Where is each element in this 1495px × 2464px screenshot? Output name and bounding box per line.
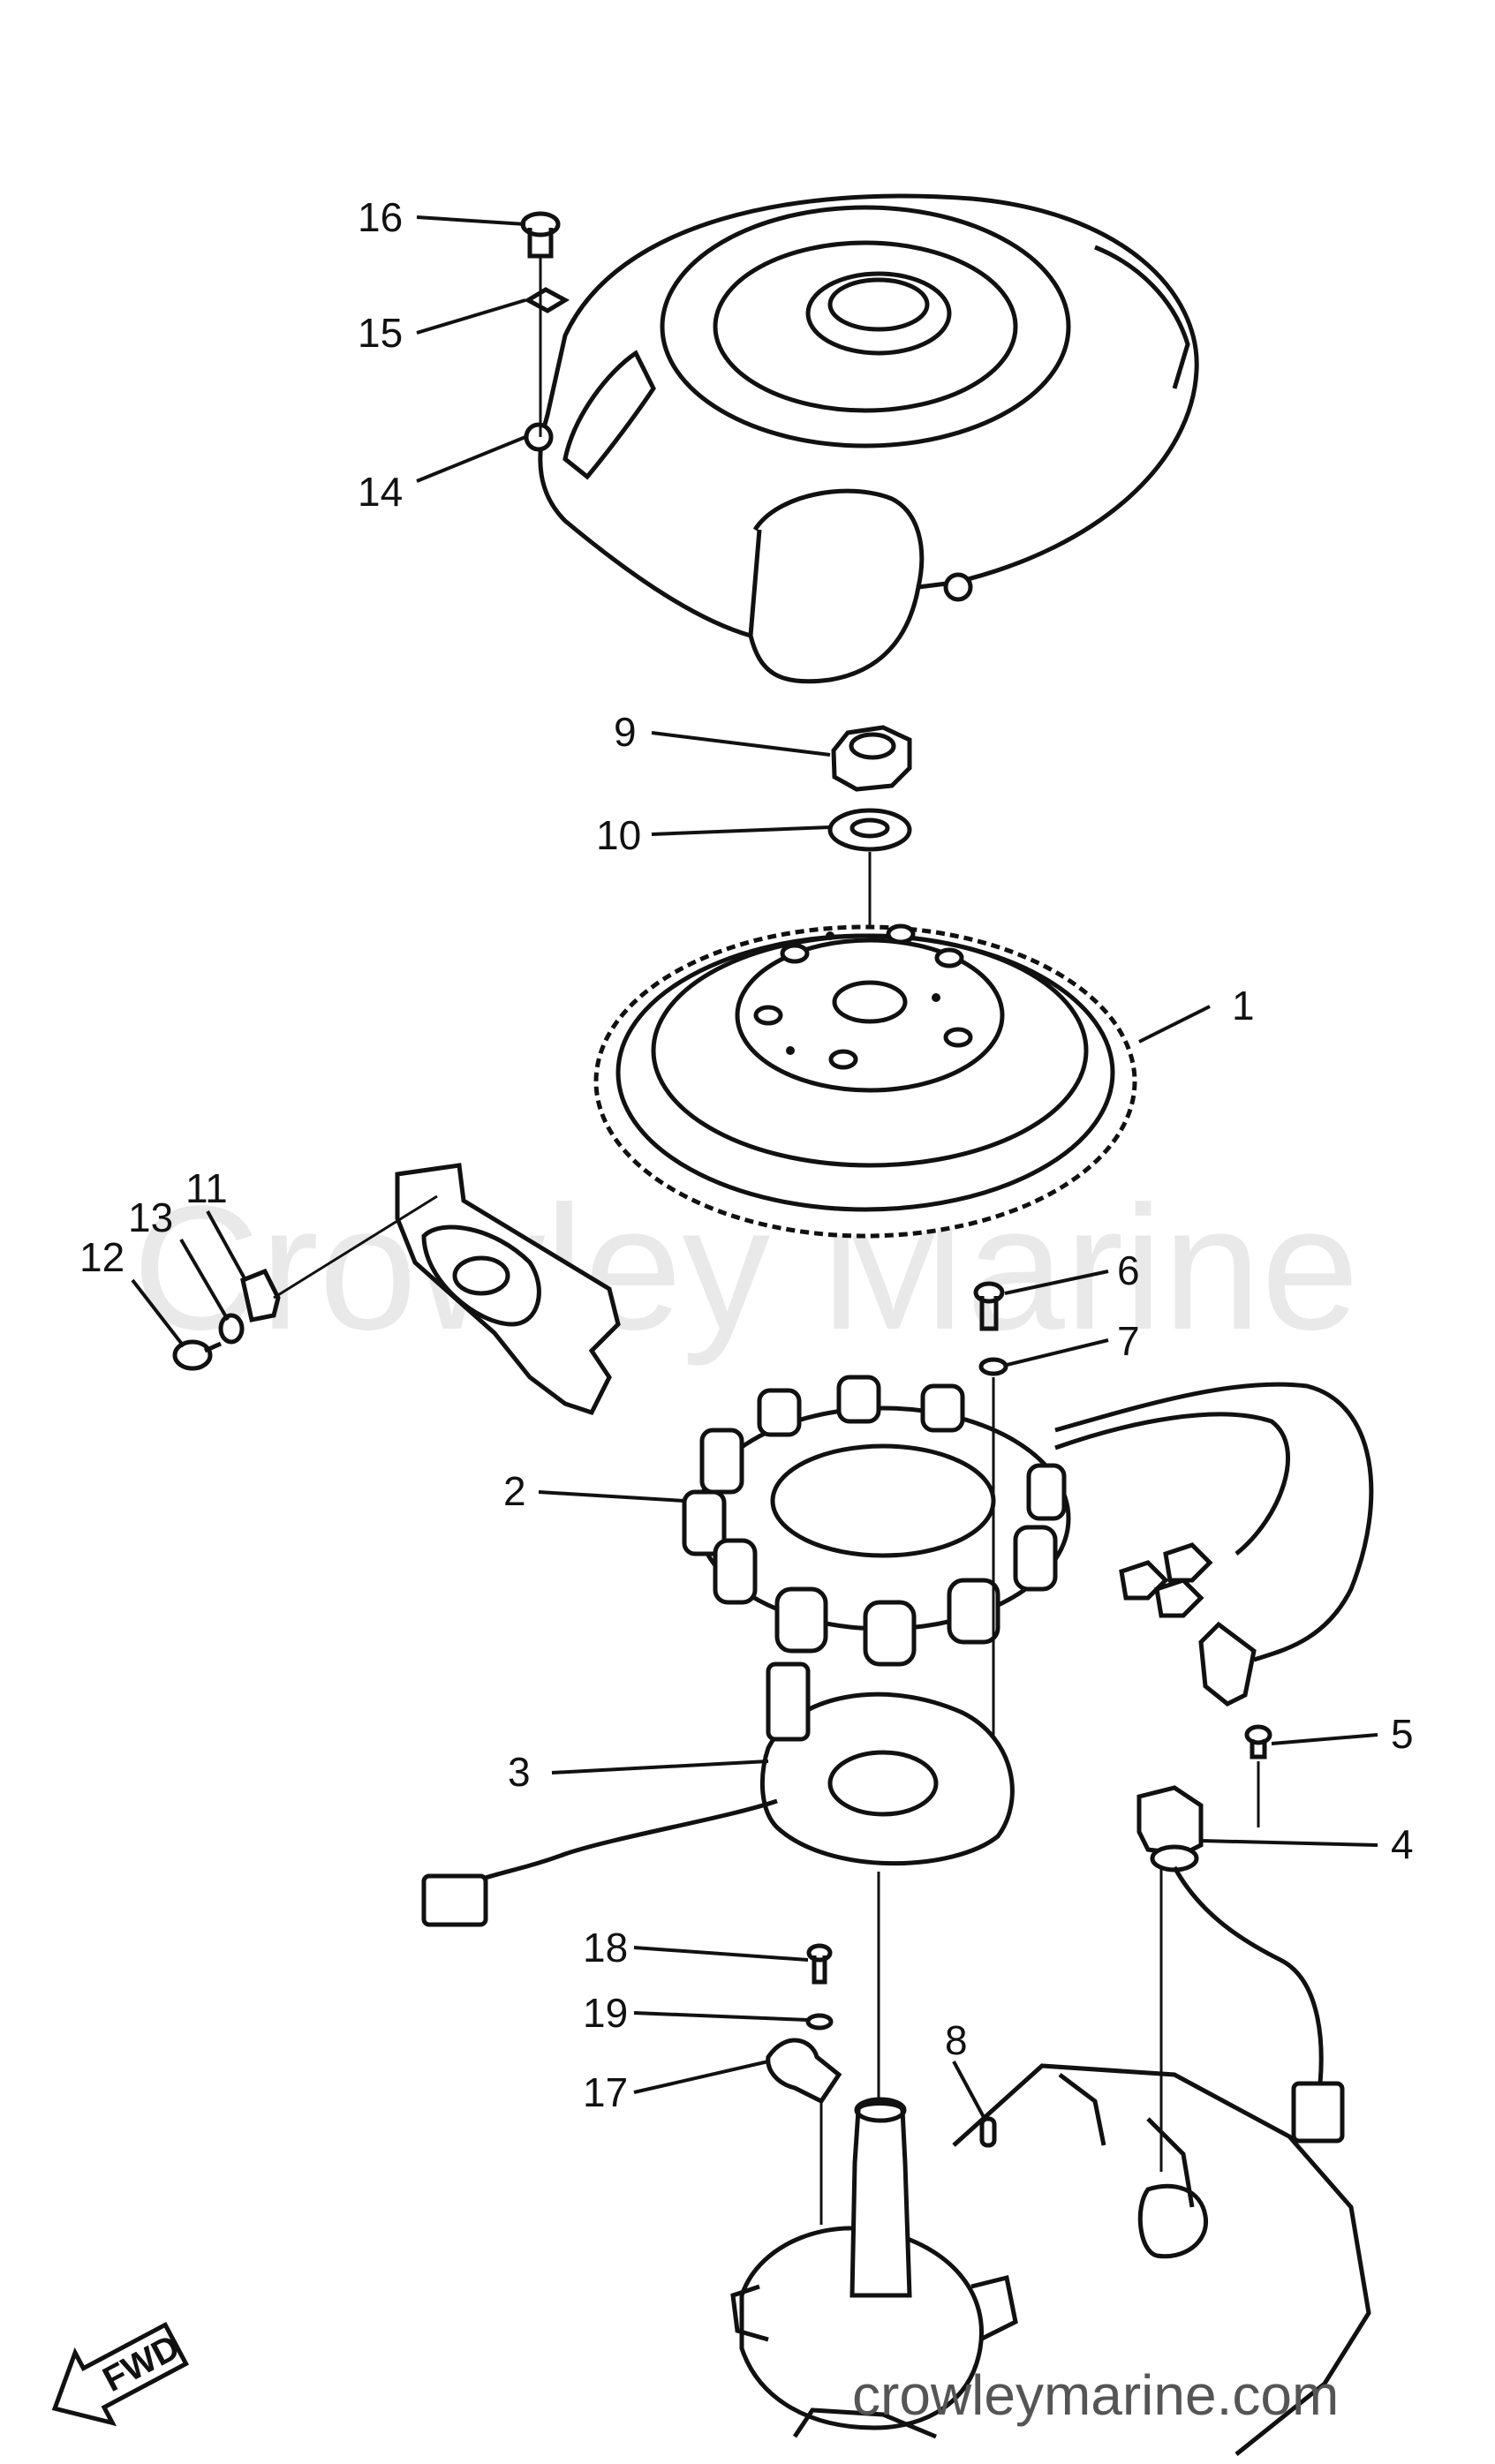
callout-15: 15	[358, 310, 403, 356]
callout-6: 6	[1117, 1247, 1140, 1293]
washer-10	[827, 808, 912, 852]
washer-19	[805, 2013, 834, 2031]
callout-labels: 16 15 14 9 10 1 11 13 12 6 7 2 3 5 4 18 …	[79, 194, 1414, 2115]
pin-8	[979, 2116, 997, 2148]
screw-6	[973, 1281, 1005, 1331]
flywheel-cover	[524, 193, 1199, 684]
callout-10: 10	[596, 812, 641, 858]
screw-16	[520, 211, 561, 259]
pulser-bracket	[395, 1163, 621, 1416]
stator	[682, 1375, 1374, 1707]
callout-5: 5	[1391, 1711, 1414, 1757]
callout-7: 7	[1117, 1318, 1140, 1364]
callout-17: 17	[583, 2069, 628, 2115]
pulser-coil	[421, 1662, 1015, 1927]
footer-site: crowleymarine.com	[852, 2363, 1339, 2427]
callout-9: 9	[614, 709, 637, 755]
flywheel	[593, 923, 1137, 1239]
callout-2: 2	[503, 1468, 526, 1514]
callout-12: 12	[79, 1234, 125, 1280]
callout-4: 4	[1391, 1821, 1414, 1867]
clip-11	[240, 1268, 281, 1322]
screw-5	[1244, 1724, 1272, 1759]
callout-16: 16	[358, 194, 403, 240]
fwd-direction-arrow: FWD	[51, 2321, 189, 2427]
callout-8: 8	[945, 2017, 968, 2063]
callout-1: 1	[1232, 983, 1255, 1029]
connector-4	[1136, 1785, 1345, 2144]
clamp-17	[766, 2038, 842, 2105]
callout-11: 11	[185, 1165, 228, 1211]
callout-19: 19	[583, 1990, 628, 2036]
crankcase	[730, 2063, 1371, 2456]
nut-9	[831, 725, 912, 792]
washer-13	[218, 1313, 245, 1345]
leader-lines	[131, 215, 1378, 2120]
screw-12	[172, 1339, 223, 1371]
callout-13: 13	[128, 1194, 173, 1240]
callout-3: 3	[508, 1749, 531, 1795]
callout-14: 14	[358, 469, 403, 515]
callout-18: 18	[583, 1925, 628, 1970]
washer-15	[523, 287, 570, 313]
screw-18	[806, 1943, 833, 1985]
washer-7	[978, 1357, 1008, 1376]
